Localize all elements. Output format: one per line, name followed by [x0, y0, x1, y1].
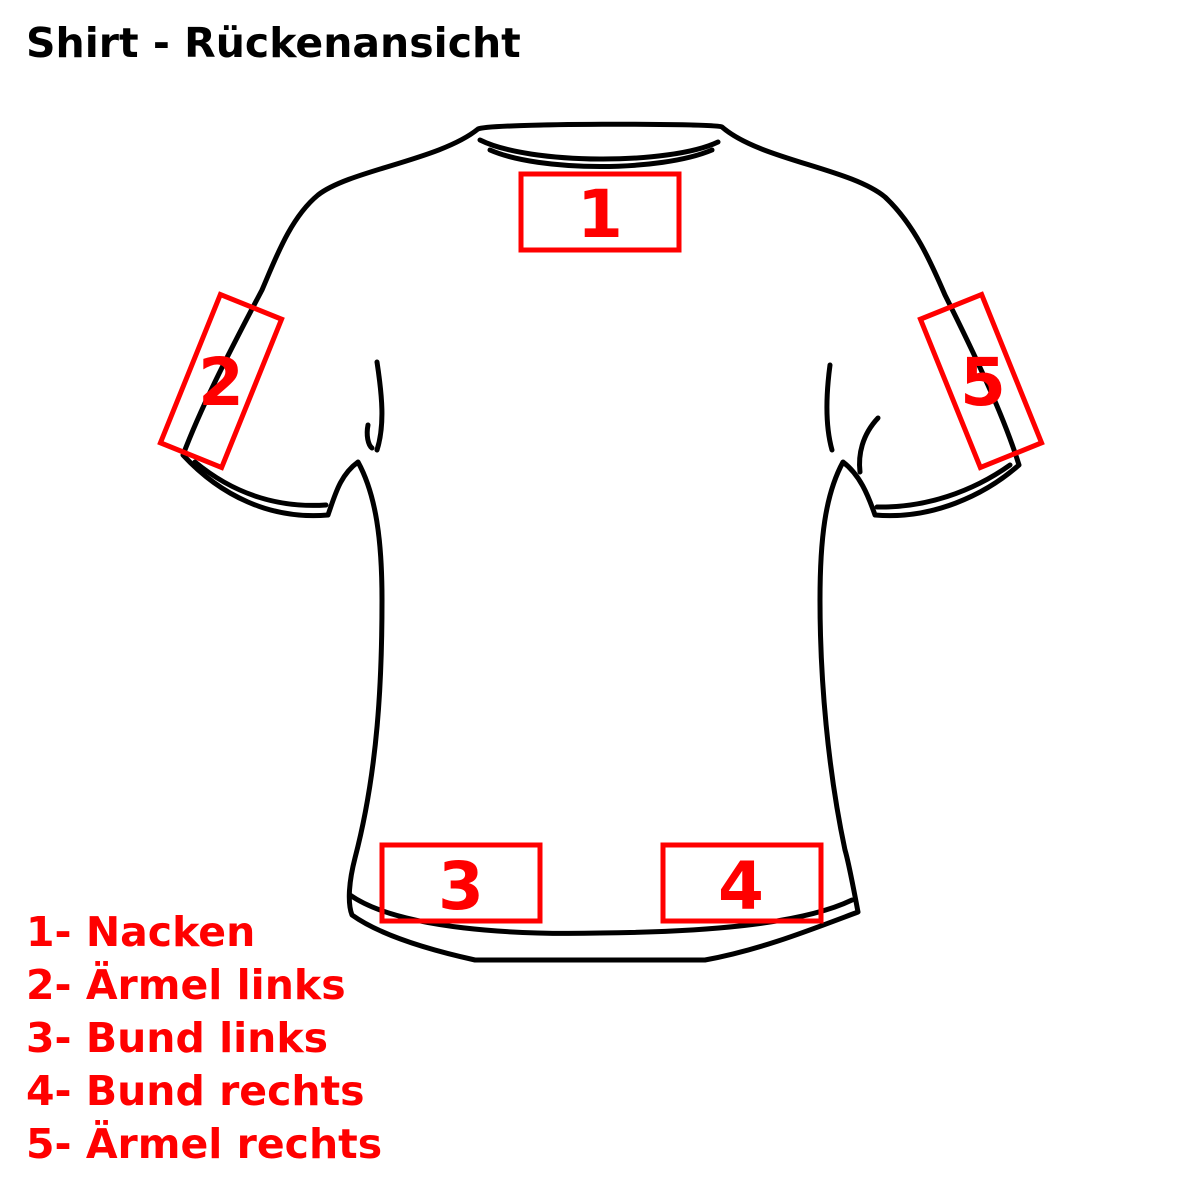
right-armpit-fold-inner	[857, 415, 881, 475]
legend: 1- Nacken 2- Ärmel links 3- Bund links 4…	[26, 906, 382, 1171]
right-armpit-fold	[824, 362, 835, 453]
legend-item-nacken: 1- Nacken	[26, 908, 256, 956]
collar-inner-line	[477, 137, 721, 162]
left-sleeve-hem-line	[192, 459, 329, 508]
zone-box-aermel-rechts	[917, 291, 1045, 471]
zone-boxes	[157, 171, 1045, 924]
right-sleeve-hem-line	[874, 462, 1013, 510]
left-armpit-fold-inner	[364, 422, 375, 451]
zone-number-5: 5	[960, 344, 1006, 421]
zone-number-2: 2	[198, 344, 244, 421]
legend-item-aermel-links: 2- Ärmel links	[26, 961, 346, 1009]
shirt-body-outline	[180, 121, 1022, 963]
legend-item-bund-rechts: 4- Bund rechts	[26, 1067, 365, 1115]
zone-numbers: 1 2 3 4 5	[198, 176, 1006, 925]
zone-box-nacken	[518, 171, 682, 253]
zone-box-aermel-links	[157, 291, 285, 471]
zone-box-bund-rechts	[660, 842, 824, 924]
zone-number-3: 3	[438, 848, 484, 925]
page-title: Shirt - Rückenansicht	[26, 19, 521, 67]
left-armpit-fold	[374, 359, 385, 453]
zone-number-1: 1	[577, 176, 623, 253]
collar-seam-line	[487, 147, 715, 169]
legend-item-bund-links: 3- Bund links	[26, 1014, 329, 1062]
zone-box-bund-links	[379, 842, 543, 924]
legend-item-aermel-rechts: 5- Ärmel rechts	[26, 1120, 383, 1168]
body-hem-line	[347, 892, 855, 936]
zone-number-4: 4	[718, 848, 764, 925]
shirt-outline	[180, 121, 1022, 963]
